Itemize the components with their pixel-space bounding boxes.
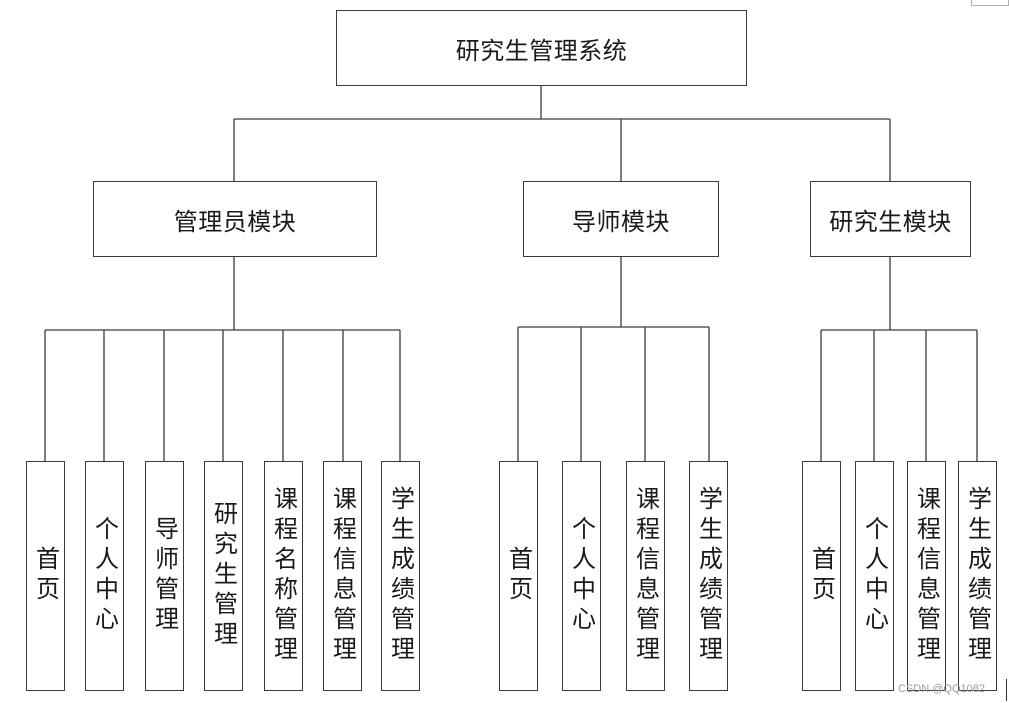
- admin-leaf-node: 个人中心: [85, 461, 124, 691]
- admin-leaf-label: 首页: [31, 546, 60, 606]
- module-admin-label: 管理员模块: [173, 207, 297, 236]
- admin-leaf-label: 学生成绩管理: [386, 486, 415, 666]
- admin-leaf-node: 学生成绩管理: [381, 461, 420, 691]
- admin-leaf-node: 首页: [26, 461, 65, 691]
- admin-leaf-label: 课程名称管理: [269, 486, 298, 666]
- root-label: 研究生管理系统: [455, 36, 628, 65]
- student-leaf-node: 课程信息管理: [907, 461, 946, 691]
- admin-leaf-node: 导师管理: [145, 461, 184, 691]
- tutor-leaf-label: 课程信息管理: [631, 486, 660, 666]
- admin-leaf-label: 课程信息管理: [328, 486, 357, 666]
- tutor-leaf-node: 学生成绩管理: [689, 461, 728, 691]
- corner-frame-mark: [971, 0, 1009, 6]
- module-student-label: 研究生模块: [829, 207, 952, 236]
- root-node: 研究生管理系统: [336, 10, 747, 86]
- admin-leaf-label: 研究生管理: [209, 501, 238, 651]
- module-tutor-label: 导师模块: [572, 207, 670, 236]
- student-leaf-node: 个人中心: [855, 461, 894, 691]
- tutor-leaf-node: 首页: [499, 461, 538, 691]
- module-tutor-node: 导师模块: [523, 181, 719, 257]
- tutor-leaf-node: 个人中心: [562, 461, 601, 691]
- tutor-leaf-label: 个人中心: [567, 516, 596, 636]
- module-student-node: 研究生模块: [810, 181, 971, 257]
- edge-tick-mark: [1005, 679, 1007, 701]
- student-leaf-label: 学生成绩管理: [963, 486, 992, 666]
- admin-leaf-node: 课程名称管理: [264, 461, 303, 691]
- watermark: CSDN @QQ1082: [898, 683, 985, 695]
- student-leaf-node: 首页: [802, 461, 841, 691]
- student-leaf-node: 学生成绩管理: [958, 461, 997, 691]
- tutor-leaf-label: 首页: [504, 546, 533, 606]
- student-leaf-label: 首页: [807, 546, 836, 606]
- tutor-leaf-node: 课程信息管理: [626, 461, 665, 691]
- tutor-leaf-label: 学生成绩管理: [694, 486, 723, 666]
- student-leaf-label: 个人中心: [860, 516, 889, 636]
- admin-leaf-label: 导师管理: [150, 516, 179, 636]
- admin-leaf-node: 课程信息管理: [323, 461, 362, 691]
- admin-leaf-label: 个人中心: [90, 516, 119, 636]
- student-leaf-label: 课程信息管理: [912, 486, 941, 666]
- admin-leaf-node: 研究生管理: [204, 461, 243, 691]
- module-admin-node: 管理员模块: [93, 181, 377, 257]
